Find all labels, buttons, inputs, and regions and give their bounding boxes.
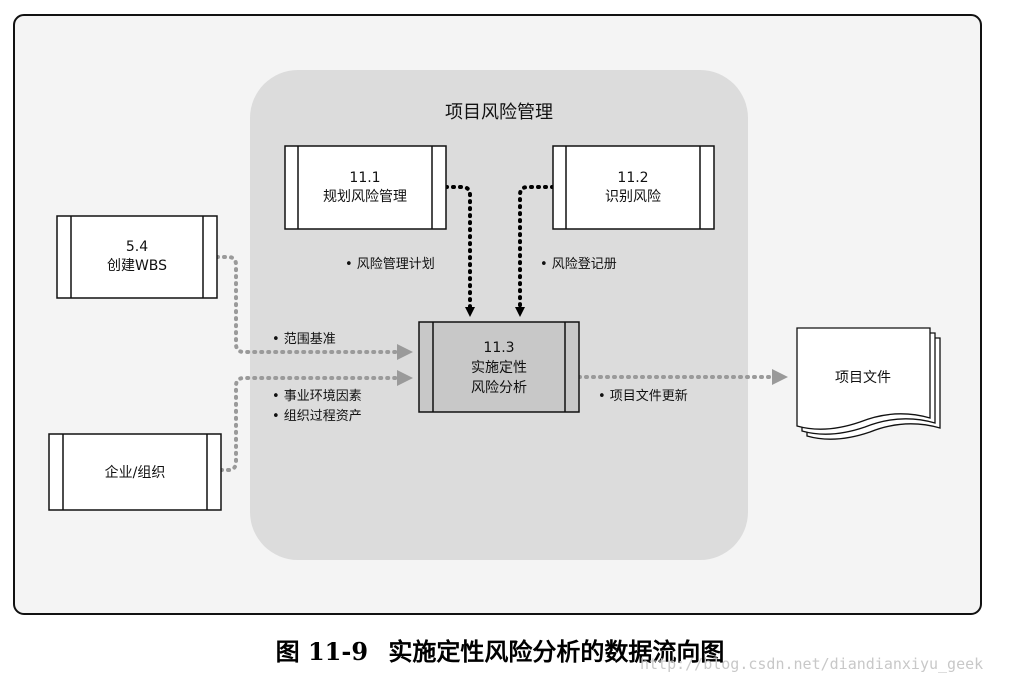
process-11-2[interactable]: 11.2 识别风险	[552, 145, 715, 230]
flow-label-risk-plan: • 风险管理计划	[345, 257, 435, 272]
figure-number: 图 11-9	[275, 637, 369, 666]
project-documents[interactable]: 项目文件	[796, 327, 941, 440]
flow-label-eef: • 事业环境因素	[272, 389, 362, 404]
process-name: 创建WBS	[107, 258, 167, 274]
project-documents-label: 项目文件	[835, 370, 891, 386]
process-name: 规划风险管理	[323, 189, 407, 205]
group-title: 项目风险管理	[445, 102, 553, 123]
figure-caption: 图 11-9 实施定性风险分析的数据流向图	[0, 632, 1000, 667]
flow-label-doc-updates: • 项目文件更新	[598, 388, 688, 404]
flow-label-risk-register: • 风险登记册	[540, 257, 617, 272]
process-group	[250, 70, 748, 560]
process-11-3[interactable]: 11.3 实施定性 风险分析	[418, 321, 580, 413]
flow-label-scope-baseline: • 范围基准	[272, 332, 336, 347]
watermark: http://blog.csdn.net/diandianxiyu_geek	[640, 655, 984, 673]
flow-scope-baseline	[215, 255, 413, 360]
flow-risk-register	[515, 185, 555, 317]
process-number: 5.4	[126, 239, 148, 255]
process-number: 11.3	[483, 340, 514, 356]
process-11-1[interactable]: 11.1 规划风险管理	[284, 145, 447, 230]
process-number: 11.1	[349, 170, 380, 186]
process-number: 11.2	[617, 170, 648, 186]
process-name-line2: 风险分析	[471, 380, 527, 396]
process-name-line1: 实施定性	[471, 360, 527, 376]
flow-enterprise	[219, 370, 413, 472]
process-5-4[interactable]: 5.4 创建WBS	[56, 215, 218, 299]
figure-title: 实施定性风险分析的数据流向图	[388, 637, 725, 666]
process-name: 识别风险	[605, 189, 661, 205]
enterprise-organization[interactable]: 企业/组织	[48, 433, 222, 511]
flow-label-opa: • 组织过程资产	[272, 409, 362, 424]
flow-risk-plan	[444, 185, 475, 317]
enterprise-label: 企业/组织	[105, 464, 166, 481]
